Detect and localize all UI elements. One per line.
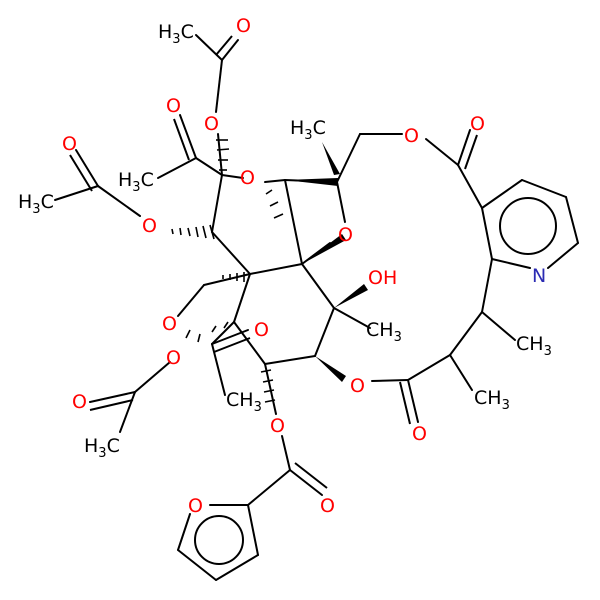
atom-o-ac2-carbonyl: O [166,95,181,117]
atom-o-ac5-carbonyl: O [254,319,269,341]
atom-oh: OH [368,267,397,289]
methyl-ac1: H3C [158,21,194,47]
methyl-ch3-oh: CH3 [366,319,402,345]
atom-o-ac3-carbonyl: O [62,133,77,155]
atom-o-ring-bridge: O [338,224,353,246]
atom-o-ac3-ester: O [142,215,157,237]
methyl-labels: H3C H3C H3C H3C H3C CH3 CH3 CH3 CH3 [18,21,552,461]
atom-o-ac4-ester: O [166,347,181,369]
atom-n-pyridine: N [532,265,546,287]
atom-o-ring-left: O [162,313,177,335]
methyl-ac3: H3C [18,191,54,217]
methyl-ac2: H3C [118,169,154,195]
methyl-ac5: CH3 [226,389,262,415]
atom-o-macro-ester: O [350,375,365,397]
atom-o-furoate-carbonyl: O [320,495,335,517]
atom-o-ring-top: O [240,167,255,189]
atom-o-ac1-ester: O [204,113,219,135]
methyl-chain1: CH3 [516,333,552,359]
methyl-ac4: H3C [84,435,120,461]
atom-o-furan: O [188,495,203,517]
stereo-bonds [171,139,368,403]
atom-o-macro-carbonyl: O [412,423,427,445]
bond-lines [54,34,579,581]
atom-o-lactone-carbonyl: O [470,113,485,135]
atom-o-furoate-ester: O [270,415,285,437]
methyl-bridge: H3C [290,117,326,143]
atom-o-lactone: O [404,125,419,147]
atom-o-ac4-carbonyl: O [72,391,87,413]
atom-labels: O O O O O O O O O N OH O O O O O O O O O [62,15,546,517]
methyl-chain2: CH3 [474,387,510,413]
atom-o-ac1-carbonyl: O [236,15,251,37]
